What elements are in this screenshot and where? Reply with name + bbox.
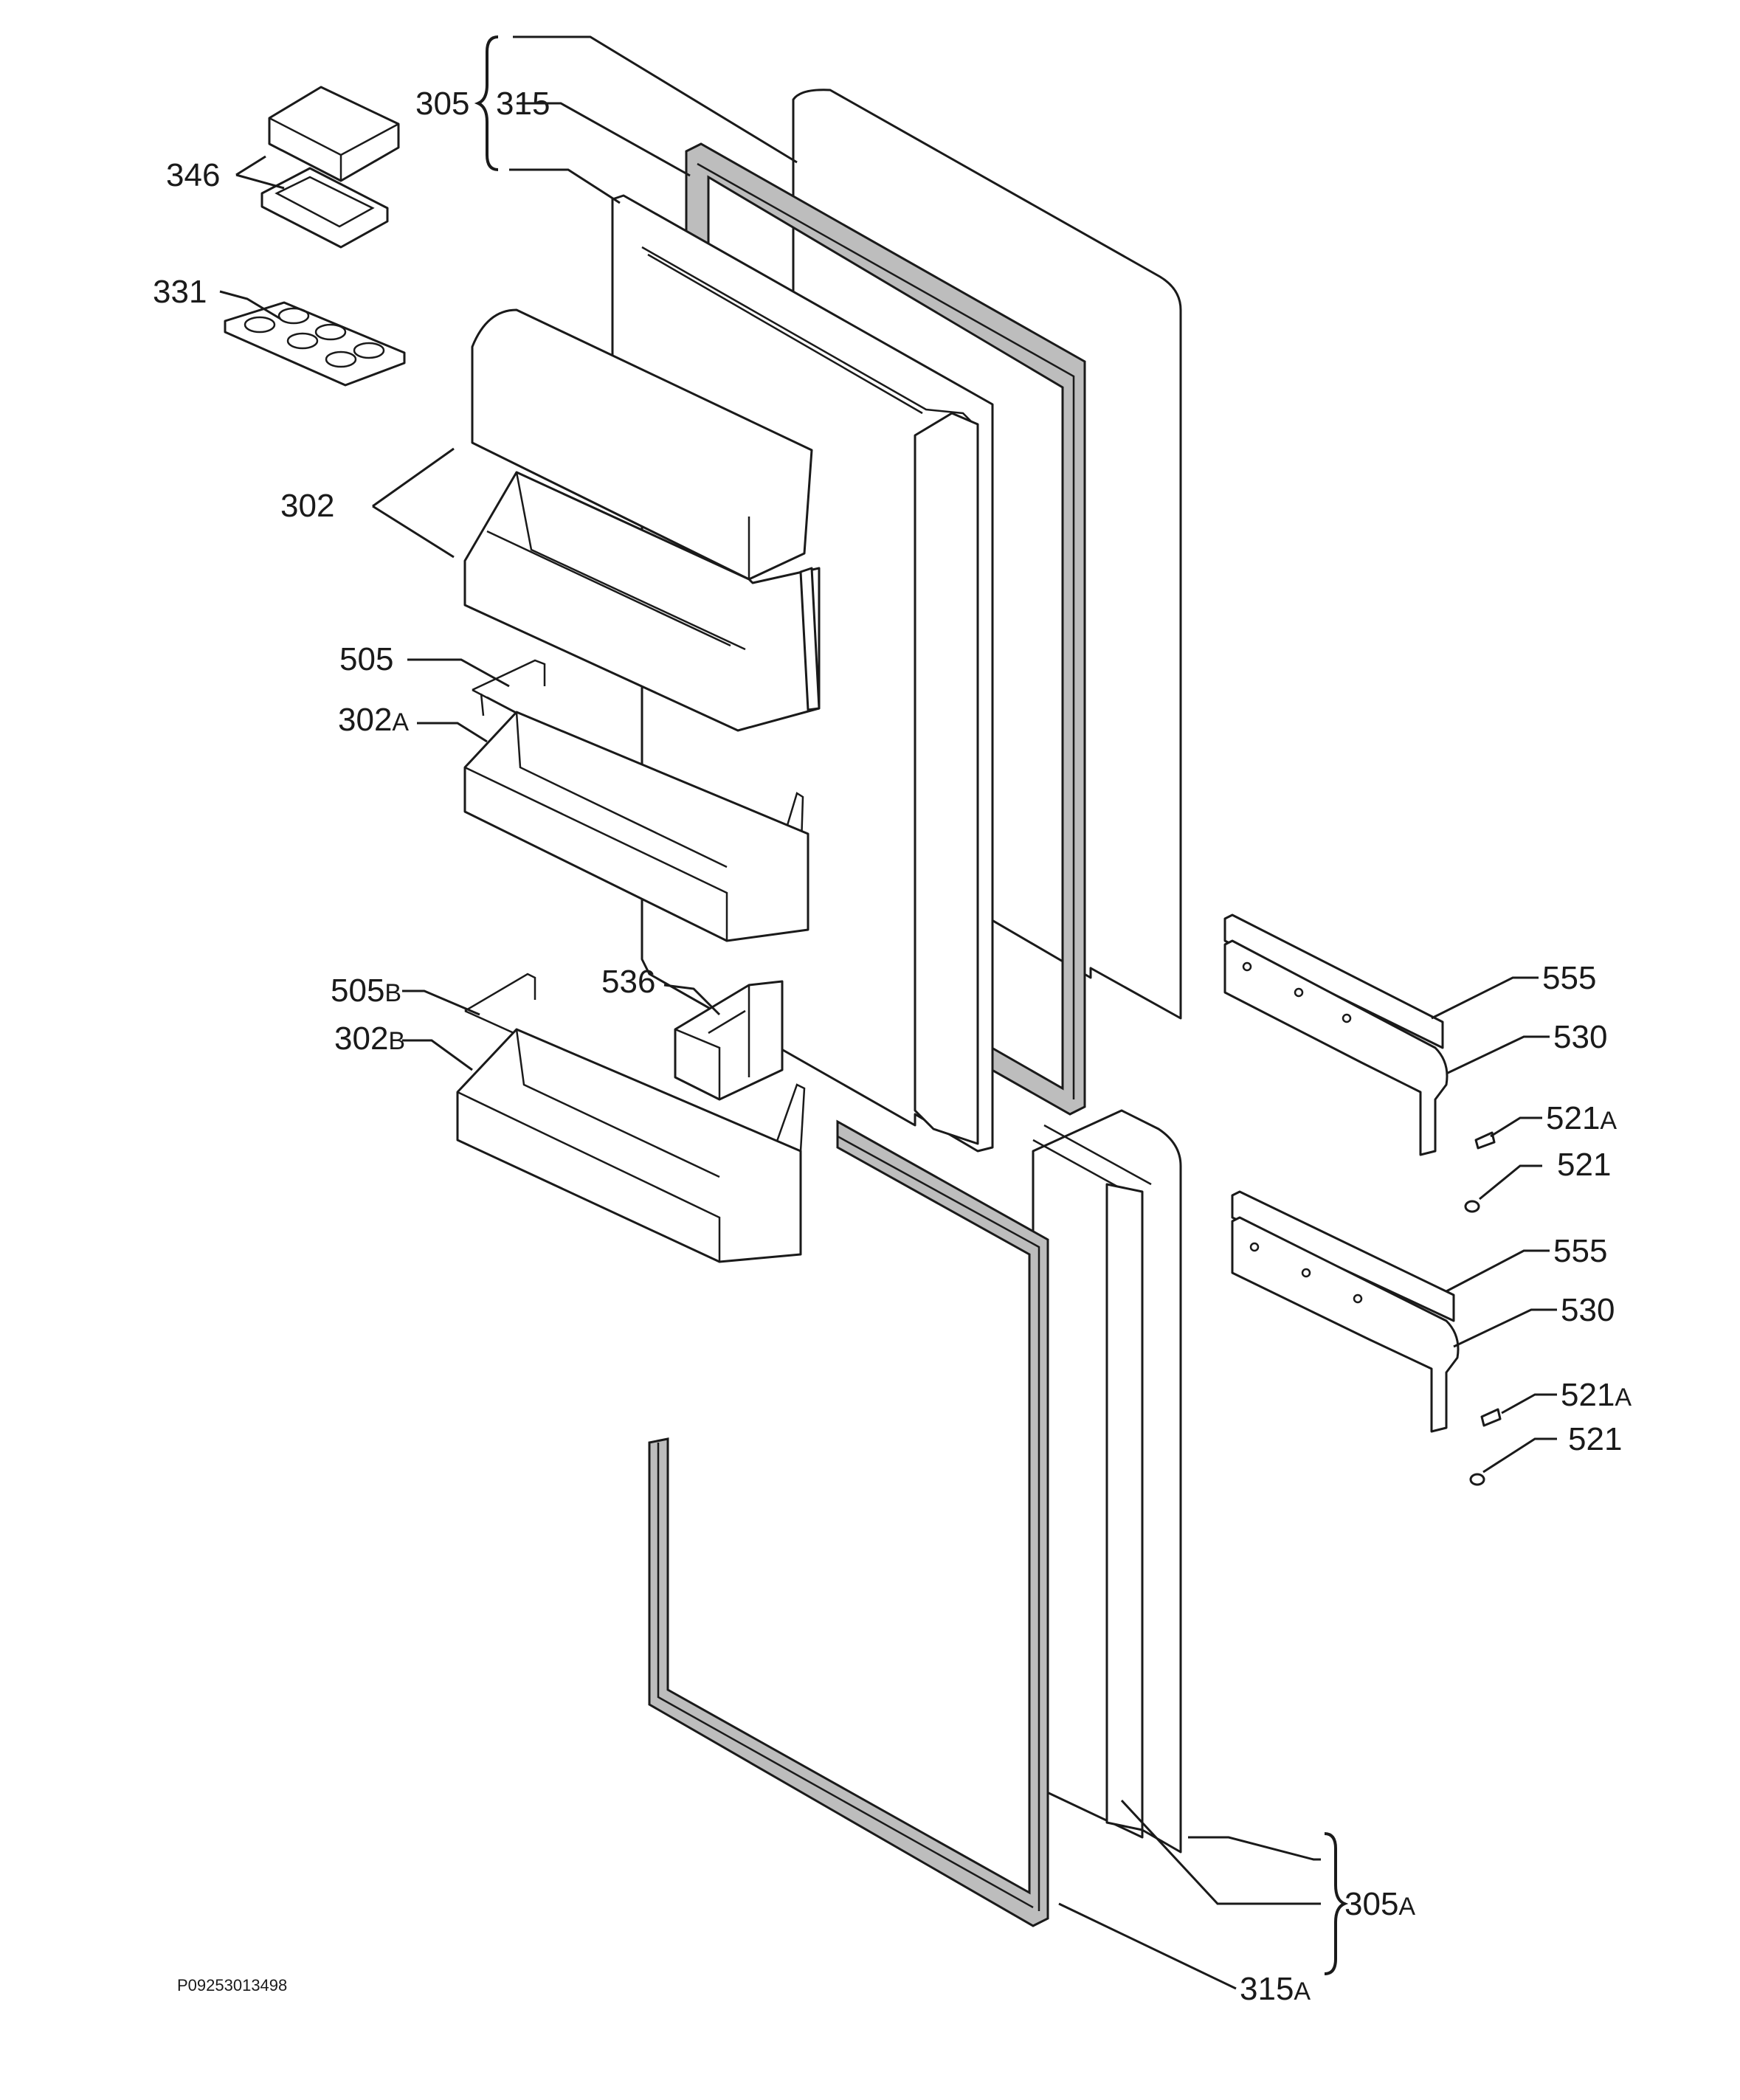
butter-compartment-346 [260,86,400,249]
label-302A: 302A [338,702,409,738]
lower-door-panel [1032,1109,1182,1854]
door-shelf-302A [463,659,809,942]
label-555-upper: 555 [1542,960,1596,996]
door-shelf-302B [456,973,806,1263]
label-305: 305 [415,86,469,122]
lower-hinge-bracket-set [1231,1190,1502,1486]
label-315: 315 [496,86,550,122]
label-505: 505 [339,641,393,677]
label-305A: 305A [1344,1886,1415,1922]
label-521A-upper: 521A [1546,1100,1617,1136]
leader-lines [219,35,1557,1990]
egg-tray-331 [224,301,406,387]
label-331: 331 [153,274,207,310]
label-505B: 505B [331,973,401,1009]
lower-door-gasket [648,1119,1049,1927]
dairy-compartment-302 [463,308,821,732]
label-346: 346 [166,157,220,193]
bottle-holder-536 [674,980,784,1101]
label-302B: 302B [334,1020,405,1057]
drawing-code: P09253013498 [177,1976,287,1994]
label-302: 302 [280,488,334,524]
upper-hinge-bracket-set [1223,913,1496,1213]
label-536: 536 [601,964,655,1000]
label-521-upper: 521 [1557,1147,1611,1183]
label-521A-lower: 521A [1561,1377,1632,1413]
braces [474,35,1349,1975]
label-555-lower: 555 [1553,1233,1607,1269]
label-530-lower: 530 [1561,1292,1615,1328]
label-315A: 315A [1240,1971,1311,2007]
label-530-upper: 530 [1553,1019,1607,1055]
label-521-lower: 521 [1568,1421,1622,1457]
part-labels: 305 315 346 331 302 505 302A 505B 536 30… [153,86,1632,2007]
